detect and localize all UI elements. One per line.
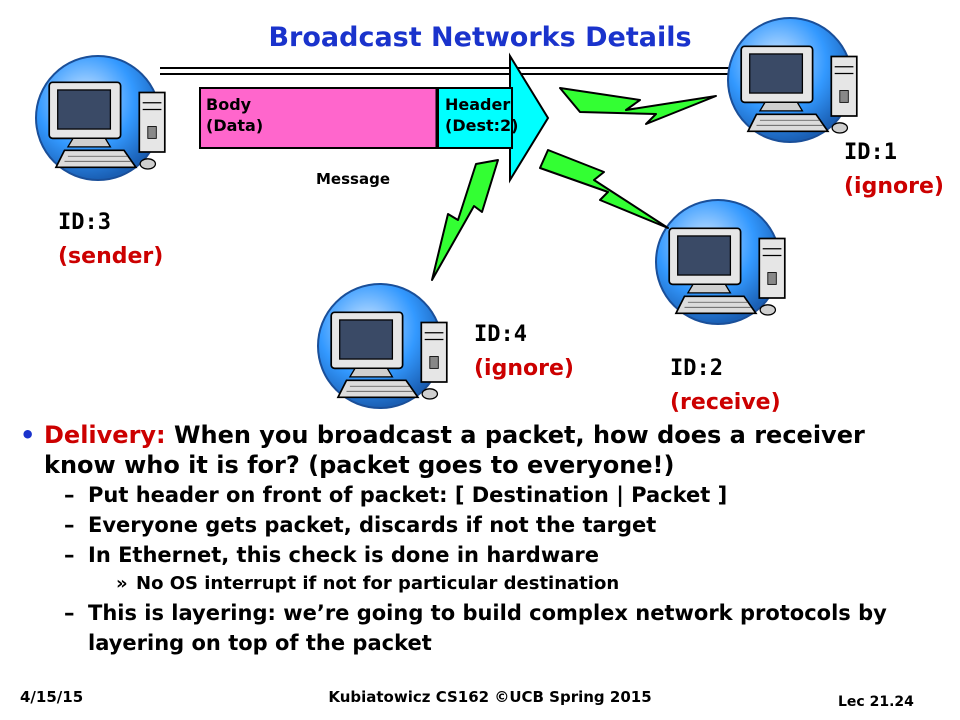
packet-body-line2: (Data)	[206, 116, 264, 135]
bullet-sub-text: Everyone gets packet, discards if not th…	[88, 513, 657, 537]
bullet-main: • Delivery: When you broadcast a packet, …	[20, 420, 940, 480]
bullet-subsub: »No OS interrupt if not for particular d…	[116, 573, 620, 594]
packet-header-label: Header (Dest:2)	[445, 94, 518, 136]
bullet-sub: –Everyone gets packet, discards if not t…	[64, 513, 657, 537]
message-label: Message	[316, 170, 390, 188]
lightning-bolt-icon	[431, 87, 717, 281]
node-label-id4: ID:4 (ignore)	[474, 318, 574, 386]
bullet-sub-text: In Ethernet, this check is done in hardw…	[88, 543, 600, 567]
node-role: (sender)	[58, 244, 164, 269]
node-label-id1: ID:1 (ignore)	[844, 136, 944, 204]
bullet-dot-icon: •	[20, 421, 36, 449]
bullet-sub: –In Ethernet, this check is done in hard…	[64, 543, 600, 567]
computer-id2-icon	[655, 199, 786, 325]
packet-body-label: Body (Data)	[206, 94, 263, 136]
bullet-main-text: When you broadcast a packet, how does a …	[44, 421, 865, 479]
bullet-list: • Delivery: When you broadcast a packet, …	[20, 420, 940, 658]
node-id: ID:1	[844, 140, 897, 165]
bullet-subsub-text: No OS interrupt if not for particular de…	[136, 573, 620, 594]
packet-header-line1: Header	[445, 95, 511, 114]
computer-id1-icon	[727, 17, 858, 143]
node-role: (ignore)	[844, 174, 944, 199]
computer-sender-icon	[35, 55, 166, 181]
packet-body-line1: Body	[206, 95, 252, 114]
computer-id4-icon	[317, 283, 448, 409]
bullet-term: Delivery:	[44, 421, 166, 449]
packet-arrow	[199, 52, 550, 184]
node-id: ID:2	[670, 356, 723, 381]
packet-header-box	[437, 87, 513, 149]
bullet-sub-text: Put header on front of packet: [ Destina…	[88, 483, 728, 507]
node-role: (ignore)	[474, 356, 574, 381]
bullet-sub: –This is layering: we’re going to build …	[64, 601, 887, 655]
bullet-sub: –Put header on front of packet: [ Destin…	[64, 483, 728, 507]
slide-title: Broadcast Networks Details	[268, 22, 692, 53]
bus-wire	[160, 67, 740, 75]
footer-date: 4/15/15	[20, 688, 84, 706]
footer-lecture: Lec 21.24	[838, 694, 914, 710]
node-id: ID:3	[58, 210, 111, 235]
bullet-sub-text: This is layering: we’re going to build c…	[88, 601, 887, 655]
footer-course: Kubiatowicz CS162 ©UCB Spring 2015	[328, 688, 652, 706]
node-id: ID:4	[474, 322, 527, 347]
node-role: (receive)	[670, 390, 781, 415]
node-label-id2: ID:2 (receive)	[670, 352, 781, 420]
packet-body-box	[199, 87, 439, 149]
packet-header-line2: (Dest:2)	[445, 116, 519, 135]
node-label-sender: ID:3 (sender)	[58, 206, 163, 274]
